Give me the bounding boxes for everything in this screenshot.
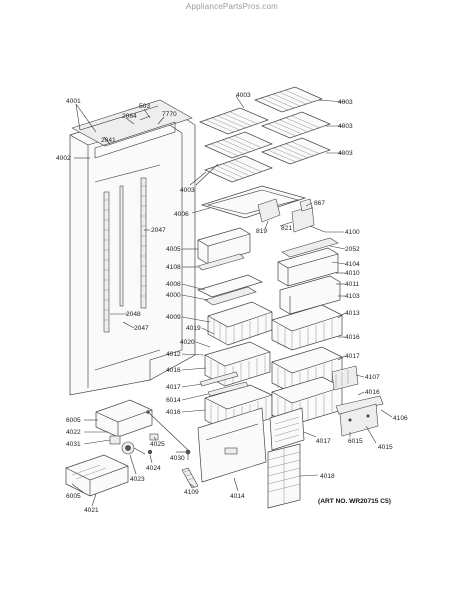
- label-4012: 4012: [166, 351, 181, 358]
- label-503: 503: [139, 103, 150, 110]
- label-4016-d: 4016: [166, 409, 181, 416]
- label-4020: 4020: [180, 339, 195, 346]
- switch-4031: [109, 435, 121, 445]
- label-2064: 2064: [122, 113, 137, 120]
- label-6005-b: 6005: [66, 493, 81, 500]
- label-2052: 2052: [345, 246, 360, 253]
- shelf-wire-2: [254, 86, 323, 113]
- light-housing-6005: [95, 399, 153, 438]
- label-4015: 4015: [378, 444, 393, 451]
- drawer-slide-4108: [197, 253, 245, 271]
- art-number: (ART NO. WR20715 C5): [318, 498, 391, 505]
- basket-4013: [271, 304, 343, 351]
- slide-6014: [207, 381, 249, 397]
- label-4014: 4014: [230, 493, 245, 500]
- basket-4016-upper: [204, 341, 271, 387]
- label-6014: 6014: [166, 397, 181, 404]
- rear-panel-4018: [267, 443, 301, 509]
- label-2048: 2048: [126, 311, 141, 318]
- label-2047-upper: 2047: [151, 227, 166, 234]
- label-4000: 4000: [166, 292, 181, 299]
- shelf-wire-4: [261, 111, 331, 139]
- label-4002: 4002: [56, 155, 71, 162]
- label-4009: 4009: [166, 314, 181, 321]
- label-4017-b: 4017: [166, 384, 181, 391]
- drawer-4000: [204, 286, 257, 306]
- watermark: AppliancePartsPros.com: [186, 2, 278, 11]
- label-821: 821: [281, 225, 292, 232]
- label-4100: 4100: [345, 229, 360, 236]
- front-panel-4014: [197, 407, 267, 483]
- label-4108: 4108: [166, 264, 181, 271]
- label-6005-a: 6005: [66, 417, 81, 424]
- drawer-slide-4106: [335, 395, 384, 415]
- slide-4017-left: [199, 371, 239, 387]
- label-4005: 4005: [166, 246, 181, 253]
- shelf-wire-6: [261, 137, 331, 165]
- label-6015: 6015: [348, 438, 363, 445]
- label-4006: 4006: [174, 211, 189, 218]
- screw-4030: [185, 449, 191, 460]
- label-4024: 4024: [146, 465, 161, 472]
- label-2047-lower: 2047: [134, 325, 149, 332]
- label-4018: 4018: [320, 473, 335, 480]
- label-4016-a: 4016: [345, 334, 360, 341]
- drawer-slide-4107: [331, 365, 359, 391]
- label-4017-c: 4017: [316, 438, 331, 445]
- shelf-rail-right: [140, 177, 147, 309]
- label-4106: 4106: [393, 415, 408, 422]
- label-819: 819: [256, 228, 267, 235]
- label-4003-e: 4003: [180, 187, 195, 194]
- rear-rail: [119, 185, 124, 307]
- rear-panel-4015: [269, 407, 305, 451]
- light-housing-4021: [65, 454, 129, 497]
- label-4016-b: 4016: [166, 367, 181, 374]
- water-filter-housing: [257, 198, 326, 233]
- basket-4009: [207, 301, 273, 346]
- label-4003-b: 4003: [338, 99, 353, 106]
- slide-6015: [339, 403, 379, 437]
- label-4103: 4103: [345, 293, 360, 300]
- label-4025: 4025: [150, 441, 165, 448]
- shelf-wire-3: [204, 131, 273, 159]
- leader-lines: [71, 95, 393, 507]
- label-4016-c: 4016: [365, 389, 380, 396]
- drawer-cover-2052: [281, 237, 339, 258]
- shelf-wire-1: [199, 107, 269, 135]
- label-4019: 4019: [186, 325, 201, 332]
- label-4107: 4107: [365, 374, 380, 381]
- drawer-4103: [279, 275, 341, 315]
- label-4104: 4104: [345, 261, 360, 268]
- label-4013: 4013: [345, 310, 360, 317]
- callout-labels: 4001 503 7770 2064 2041 4002 2047 2048 2…: [56, 92, 408, 514]
- label-4017-a: 4017: [345, 353, 360, 360]
- motor-4023: [121, 441, 146, 455]
- label-4030: 4030: [170, 455, 185, 462]
- label-7770: 7770: [162, 111, 177, 118]
- drawer-cover-4008: [197, 274, 263, 298]
- label-4031: 4031: [66, 441, 81, 448]
- trim-4109: [181, 467, 199, 489]
- label-4008: 4008: [166, 281, 181, 288]
- snack-drawer: [277, 247, 339, 287]
- label-867: 867: [314, 200, 325, 207]
- label-4022: 4022: [66, 429, 81, 436]
- label-4003-c: 4003: [338, 123, 353, 130]
- label-2041: 2041: [101, 137, 116, 144]
- label-4001: 4001: [66, 98, 81, 105]
- shelf-rail-left: [103, 191, 110, 333]
- screw-4024: [147, 449, 153, 455]
- label-4023: 4023: [130, 476, 145, 483]
- label-4011: 4011: [345, 281, 360, 288]
- glass-shelf: [200, 185, 307, 219]
- label-4003-d: 4003: [338, 150, 353, 157]
- label-4003-a: 4003: [236, 92, 251, 99]
- label-4109: 4109: [184, 489, 199, 496]
- shelf-wire-5: [204, 155, 273, 183]
- label-4021: 4021: [84, 507, 99, 514]
- label-4010: 4010: [345, 270, 360, 277]
